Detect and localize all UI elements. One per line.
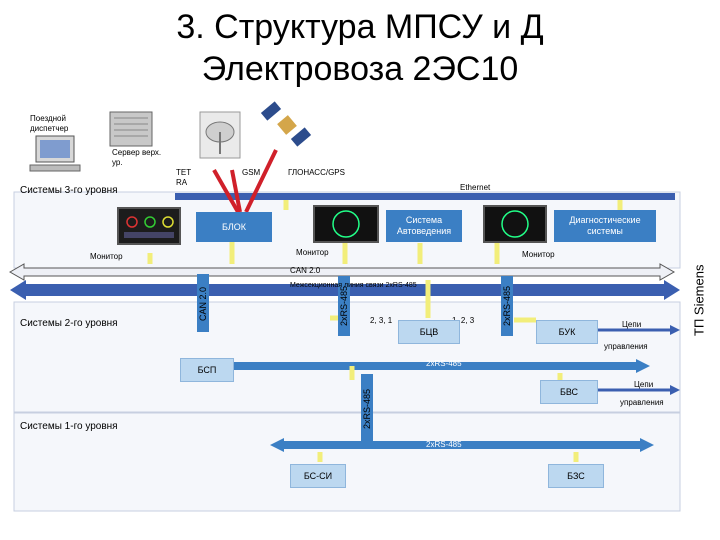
diagnostics-box: Диагностические системы <box>554 210 656 242</box>
bsp-label: БСП <box>197 365 217 375</box>
bssi-label: БС-СИ <box>303 471 333 481</box>
can-label: CAN 2.0 <box>290 266 321 275</box>
rs485-h-bar-1 <box>196 359 650 373</box>
dispatcher-computer-icon <box>29 135 81 172</box>
monitor-right-label: Монитор <box>522 250 555 259</box>
server-label: Сервер верх. ур. <box>112 148 162 167</box>
diagnostics-label: Диагностические системы <box>569 215 641 236</box>
radio-link-gsm <box>230 169 242 213</box>
rs485-h-bar-2 <box>270 438 654 452</box>
title-line-1: 3. Структура МПСУ и Д <box>176 8 544 46</box>
rs485-a-label: 2хRS-485 <box>339 285 349 327</box>
control-circuits-2a: Цепи <box>634 380 654 389</box>
ethernet-label: Ethernet <box>460 183 491 192</box>
monitor-mid-label: Монитор <box>296 248 329 257</box>
intersection-label: Межсекционная линия связи 2хRS-485 <box>290 282 417 289</box>
bvs-label: БВС <box>559 387 579 397</box>
page-title: 3. Структура МПСУ и Д Электровоза 2ЭС10 <box>0 6 720 90</box>
radio-link-tetra <box>212 169 240 213</box>
can-vertical-bar <box>197 274 209 332</box>
control-circuits-1a: Цепи <box>622 320 642 329</box>
monitor-left-label: Монитор <box>90 252 123 261</box>
ethernet-bus <box>175 193 675 200</box>
radio-link-glonass <box>244 149 278 213</box>
bzs-label: БЗС <box>567 471 585 481</box>
level1-label: Системы 1-го уровня <box>20 421 118 432</box>
bcv-box: БЦВ <box>398 320 460 344</box>
rs485-vertical-b <box>501 276 513 336</box>
bvs-box: БВС <box>540 380 598 404</box>
bsp-box: БСП <box>180 358 234 382</box>
bcv-label: БЦВ <box>419 327 439 337</box>
autoguidance-box: Система Автоведения <box>386 210 462 242</box>
bssi-box: БС-СИ <box>290 464 346 488</box>
buk-label: БУК <box>558 327 576 337</box>
level1-panel <box>13 412 681 512</box>
level3-label: Системы 3-го уровня <box>20 185 118 196</box>
rs485-vertical-a <box>338 276 350 336</box>
rs485-c-label: 2хRS-485 <box>362 388 372 430</box>
monitor-right-icon <box>483 205 547 243</box>
dispatcher-label: Поездной диспетчер <box>30 114 69 133</box>
tetra-label: TETRA <box>176 168 192 187</box>
server-icon <box>109 111 153 147</box>
rs485-h1-label: 2хRS-485 <box>426 359 462 368</box>
autoguidance-label: Система Автоведения <box>396 215 452 236</box>
level2-label: Системы 2-го уровня <box>20 318 118 329</box>
glonass-label: ГЛОНАСС/GPS <box>288 168 345 177</box>
blok-box: БЛОК <box>196 212 272 242</box>
control-circuits-2b: управления <box>620 398 664 407</box>
title-line-2: Электровоза 2ЭС10 <box>201 50 519 88</box>
buk-box: БУК <box>536 320 598 344</box>
rs485-vertical-c <box>361 374 373 444</box>
ports-left: 2, 3, 1 <box>370 316 393 325</box>
vendor-label: ТП Siemens <box>691 264 707 336</box>
ports-right: 1, 2, 3 <box>452 316 475 325</box>
gsm-label: GSM <box>242 168 261 177</box>
monitor-left-icon <box>117 207 181 245</box>
satellite-icon <box>260 101 312 147</box>
control-circuits-1b: управления <box>604 342 648 351</box>
can-vertical-label: CAN 2.0 <box>198 287 208 322</box>
rs485-b-label: 2хRS-485 <box>502 285 512 327</box>
satellite-dish-icon <box>199 111 241 159</box>
bzs-box: БЗС <box>548 464 604 488</box>
rs485-h2-label: 2хRS-485 <box>426 440 462 449</box>
monitor-mid-icon <box>313 205 379 243</box>
blok-label: БЛОК <box>221 221 247 232</box>
